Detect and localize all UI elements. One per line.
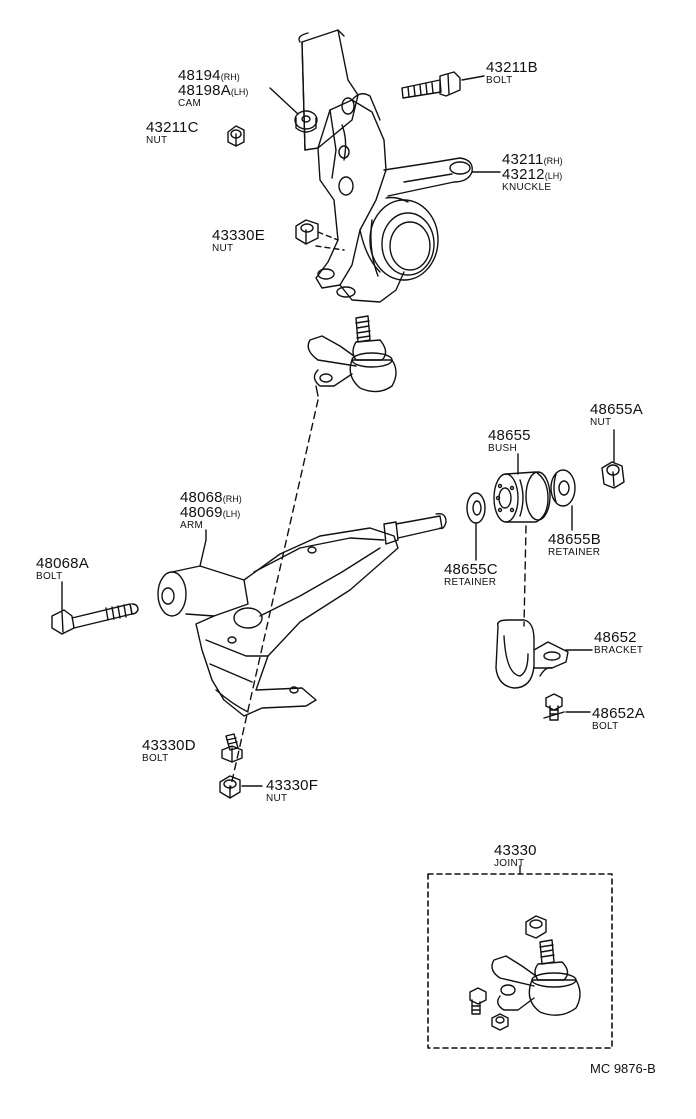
label-cam: 48194(RH) 48198A(LH) CAM [178, 68, 248, 109]
part-description: BOLT [592, 721, 619, 732]
leader-cam [270, 88, 298, 114]
part-number: 48198A [178, 82, 231, 99]
part-description: BOLT [142, 753, 169, 764]
part-description: RETAINER [548, 547, 601, 558]
label-nut-43211c: 43211C NUT [146, 120, 199, 146]
bolt-43330d-drawing [222, 734, 242, 762]
side-marker: (LH) [222, 509, 241, 519]
part-number: 48069 [180, 504, 223, 521]
part-number: 48655 [488, 427, 531, 444]
part-description: NUT [590, 417, 612, 428]
part-description: KNUCKLE [502, 182, 552, 193]
bush-drawing [494, 472, 550, 522]
assembly-line-joint [230, 400, 318, 790]
label-bolt-43330d: 43330D BOLT [142, 738, 196, 764]
label-bolt-48068a: 48068A BOLT [36, 556, 89, 582]
side-marker: (RH) [222, 494, 242, 504]
assembly-line-bush [524, 526, 526, 626]
drawing-reference: MC 9876-B [590, 1061, 656, 1076]
part-number: 48655B [548, 531, 601, 548]
part-number: 48655C [444, 561, 498, 578]
side-marker: (RH) [543, 156, 563, 166]
part-number: 43330E [212, 227, 265, 244]
part-number: 48194 [178, 67, 221, 84]
part-number: 48652A [592, 705, 645, 722]
lower-arm-drawing [158, 514, 446, 716]
label-bush: 48655 BUSH [488, 428, 531, 454]
part-description: JOINT [494, 858, 525, 869]
side-marker: (LH) [544, 171, 563, 181]
nut-43330e-drawing [296, 220, 318, 244]
part-number: 43212 [502, 166, 545, 183]
part-number: 48655A [590, 401, 643, 418]
joint-kit-drawing [470, 916, 580, 1030]
label-arm: 48068(RH) 48069(LH) ARM [180, 490, 242, 531]
part-description: NUT [146, 135, 168, 146]
label-bolt-48652a: 48652A BOLT [592, 706, 645, 732]
label-retainer-48655c: 48655C RETAINER [444, 562, 498, 588]
side-marker: (RH) [220, 72, 240, 82]
cam-drawing [295, 111, 317, 132]
part-number: 43211B [486, 59, 538, 76]
label-nut-48655a: 48655A NUT [590, 402, 643, 428]
label-nut-43330e: 43330E NUT [212, 228, 265, 254]
part-number: 43330D [142, 737, 196, 754]
part-number: 43211C [146, 119, 199, 136]
part-description: NUT [266, 793, 288, 804]
part-description: NUT [212, 243, 234, 254]
leader-nut-43330e [316, 232, 344, 250]
retainer-48655c-drawing [467, 493, 485, 523]
part-number: 43330F [266, 777, 319, 794]
bracket-drawing [496, 620, 568, 688]
label-bracket: 48652 BRACKET [594, 630, 643, 656]
steering-knuckle-drawing [299, 30, 472, 302]
joint-kit-frame [428, 874, 612, 1048]
ball-joint-drawing [308, 316, 396, 396]
nut-48655a-drawing [602, 462, 624, 488]
label-retainer-48655b: 48655B RETAINER [548, 532, 601, 558]
nut-43211c-drawing [228, 126, 244, 146]
bolt-48652a-drawing [544, 694, 564, 720]
label-nut-43330f: 43330F NUT [266, 778, 318, 804]
label-knuckle: 43211(RH) 43212(LH) KNUCKLE [502, 152, 563, 193]
part-description: RETAINER [444, 577, 497, 588]
retainer-48655b-drawing [551, 470, 575, 506]
part-number: 48068 [180, 489, 223, 506]
part-description: BOLT [486, 75, 513, 86]
label-bolt-43211b: 43211B BOLT [486, 60, 538, 86]
bolt-43211b-drawing [402, 72, 460, 98]
part-number: 48652 [594, 629, 637, 646]
part-description: BOLT [36, 571, 63, 582]
leader-bolt-43211b [462, 76, 484, 80]
part-number: 43330 [494, 842, 537, 859]
part-description: ARM [180, 520, 204, 531]
side-marker: (LH) [230, 87, 249, 97]
label-joint: 43330 JOINT [494, 843, 537, 869]
part-description: CAM [178, 98, 202, 109]
part-description: BRACKET [594, 645, 644, 656]
bolt-48068a-drawing [52, 604, 138, 634]
part-number: 48068A [36, 555, 89, 572]
part-number: 43211 [502, 151, 544, 168]
nut-43330f-drawing [220, 776, 240, 798]
part-description: BUSH [488, 443, 517, 454]
